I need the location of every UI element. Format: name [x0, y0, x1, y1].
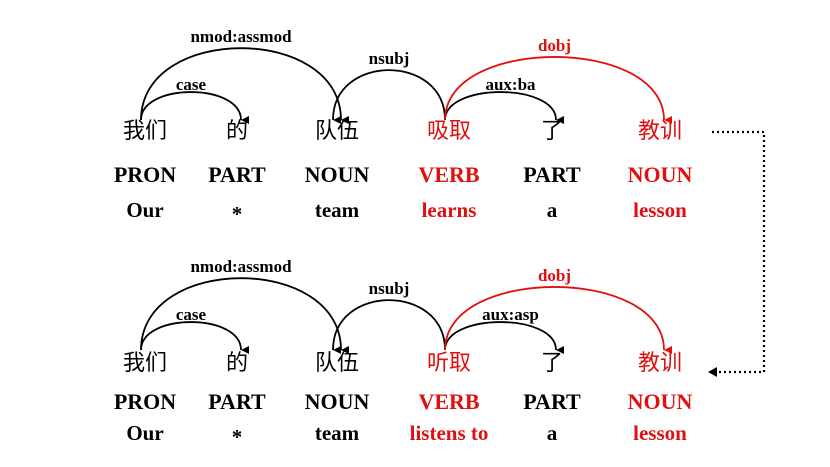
token-word: 我们	[123, 119, 167, 144]
token-word: 教训	[638, 351, 682, 376]
token-pos: PART	[208, 389, 266, 414]
arc-label: nmod:assmod	[190, 27, 292, 46]
token: 教训 NOUN lesson	[628, 119, 693, 222]
token-word: 听取	[427, 351, 471, 376]
arc-label: aux:asp	[482, 305, 539, 324]
token: 听取 VERB listens to	[410, 351, 489, 445]
token-word: 队伍	[315, 351, 359, 376]
token: 我们 PRON Our	[114, 351, 176, 445]
arc-label: case	[176, 75, 207, 94]
token-gloss: Our	[126, 421, 163, 445]
token-pos: NOUN	[628, 389, 693, 414]
token: 的 PART *	[208, 119, 266, 226]
token-pos: NOUN	[305, 389, 370, 414]
token-pos: PRON	[114, 389, 176, 414]
dependency-arc	[332, 299, 446, 355]
token-word: 教训	[638, 119, 682, 144]
token-gloss: Our	[126, 198, 163, 222]
sentence-2: 我们 PRON Our 的 PART * 队伍 NOUN team 听取 VERB listens t…	[114, 257, 693, 449]
dependency-arc	[332, 69, 446, 125]
arc-label: nsubj	[369, 49, 410, 68]
token-pos: NOUN	[305, 162, 370, 187]
arc-label: dobj	[538, 266, 571, 285]
token-pos: PART	[208, 162, 266, 187]
token: 队伍 NOUN team	[305, 119, 370, 222]
token-pos: PART	[523, 389, 581, 414]
arc-label: case	[176, 305, 207, 324]
token-pos: VERB	[418, 389, 479, 414]
token-word: 的	[226, 351, 248, 376]
token-gloss: team	[315, 198, 360, 222]
token: 的 PART *	[208, 351, 266, 449]
token-word: 的	[226, 119, 248, 144]
token-gloss: learns	[422, 198, 477, 222]
token: 教训 NOUN lesson	[628, 351, 693, 445]
token-word: 队伍	[315, 119, 359, 144]
token-gloss: a	[547, 421, 558, 445]
token-gloss: team	[315, 421, 360, 445]
token-pos: PRON	[114, 162, 176, 187]
token-gloss: lesson	[633, 198, 687, 222]
token-pos: NOUN	[628, 162, 693, 187]
token-pos: VERB	[418, 162, 479, 187]
dependency-arc	[140, 47, 350, 124]
token: 了 PART a	[523, 119, 581, 222]
dependency-arc	[444, 56, 673, 124]
dependency-arc	[140, 321, 250, 354]
dependency-arc	[444, 286, 673, 354]
token-word: 我们	[123, 351, 167, 376]
dotted-arrow	[712, 130, 766, 374]
token: 吸取 VERB learns	[418, 119, 479, 222]
token-word: 了	[541, 351, 563, 376]
dependency-arc	[140, 277, 350, 354]
arc-label: nsubj	[369, 279, 410, 298]
token-pos: PART	[523, 162, 581, 187]
token-word: 了	[541, 119, 563, 144]
arc-label: dobj	[538, 36, 571, 55]
arc-label: aux:ba	[485, 75, 536, 94]
token: 我们 PRON Our	[114, 119, 176, 222]
token: 队伍 NOUN team	[305, 351, 370, 445]
token-word: 吸取	[427, 119, 471, 144]
token: 了 PART a	[523, 351, 581, 445]
arrow-head-icon	[708, 367, 717, 377]
dependency-arc	[444, 321, 565, 354]
token-gloss: *	[232, 425, 243, 449]
dependency-arc	[444, 91, 565, 124]
dependency-arc	[140, 91, 250, 124]
token-gloss: a	[547, 198, 558, 222]
sentence-connector	[708, 130, 766, 377]
arc-label: nmod:assmod	[190, 257, 292, 276]
sentence-1: 我们 PRON Our 的 PART * 队伍 NOUN team 吸取 VERB learns 了 PA…	[114, 27, 693, 226]
token-gloss: listens to	[410, 421, 489, 445]
token-gloss: *	[232, 202, 243, 226]
token-gloss: lesson	[633, 421, 687, 445]
